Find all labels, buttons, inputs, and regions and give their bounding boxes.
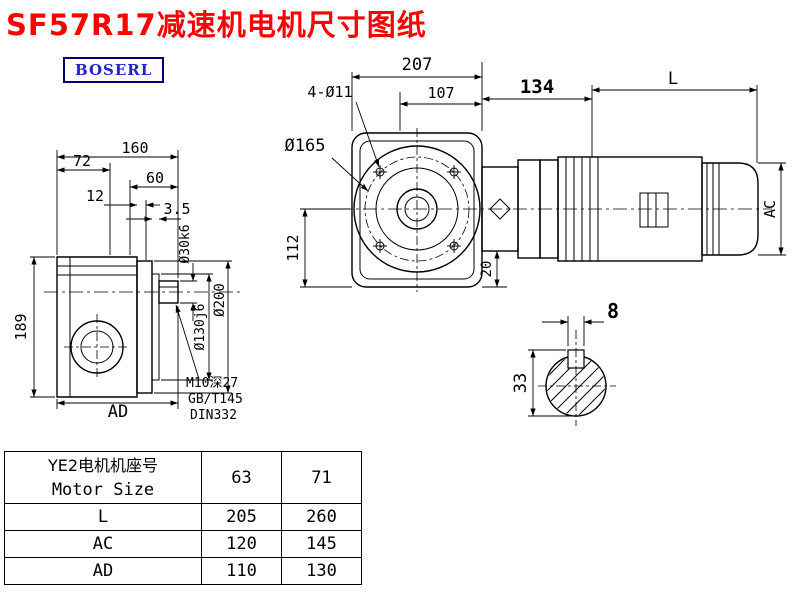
motor-size-label-en: Motor Size (51, 479, 155, 500)
dim-112-label: 112 (284, 234, 302, 261)
table-cell-ad-71: 130 (281, 557, 362, 585)
motor-size-label-cn: YE2电机机座号 (47, 455, 159, 475)
table-row-ac: AC 120 145 (4, 530, 362, 558)
table-cell-size-63: 63 (201, 451, 282, 504)
dim-160-label: 160 (121, 139, 148, 157)
table-cell-size-71: 71 (281, 451, 362, 504)
table-header-l: L (4, 503, 202, 531)
dim-key-width-label: 8 (607, 299, 619, 323)
dim-ad-label: AD (108, 402, 128, 422)
table-cell-l-63: 205 (201, 503, 282, 531)
dim-20-label: 20 (479, 261, 495, 278)
dim-bolt-circle-label: Ø165 (285, 136, 326, 156)
table-row-motor-size: YE2电机机座号 Motor Size 63 71 (4, 451, 362, 504)
note-tapped-hole: M10深27 (186, 376, 238, 391)
dimension-table: YE2电机机座号 Motor Size 63 71 L 205 260 AC 1… (4, 451, 362, 585)
dim-12-label: 12 (86, 187, 104, 205)
front-view: 207 107 4-Ø11 Ø165 134 L 112 20 AC (284, 55, 786, 292)
table-cell-ad-63: 110 (201, 557, 282, 585)
table-header-ad: AD (4, 557, 202, 585)
table-row-ad: AD 110 130 (4, 557, 362, 585)
dim-107-label: 107 (427, 84, 454, 102)
dim-bolt-holes-label: 4-Ø11 (307, 83, 352, 101)
table-header-motor-size: YE2电机机座号 Motor Size (4, 451, 202, 504)
dim-shaft-dia-label: Ø30k6 (178, 224, 193, 263)
dim-72-label: 72 (73, 152, 91, 170)
dim-l-label: L (668, 69, 678, 89)
table-header-ac: AC (4, 530, 202, 558)
dim-134-label: 134 (520, 76, 554, 98)
dim-spigot-dia-label: Ø130j6 (193, 304, 208, 351)
table-cell-l-71: 260 (281, 503, 362, 531)
dim-flange-dia-label: Ø200 (212, 283, 228, 317)
table-cell-ac-63: 120 (201, 530, 282, 558)
dim-ac-label: AC (761, 200, 779, 218)
dim-189-label: 189 (12, 313, 30, 340)
table-cell-ac-71: 145 (281, 530, 362, 558)
side-view: 160 72 60 12 3.5 189 AD Ø30k6 Ø130j6 Ø20… (12, 139, 243, 423)
dim-key-height-label: 33 (511, 373, 531, 393)
brand-logo: BOSERL (63, 57, 165, 83)
page-title: SF57R17减速机电机尺寸图纸 (6, 8, 427, 42)
table-row-l: L 205 260 (4, 503, 362, 531)
dim-207-label: 207 (402, 55, 433, 75)
note-din-standard: DIN332 (190, 408, 237, 423)
dim-60-label: 60 (146, 169, 164, 187)
note-gb-standard: GB/T145 (188, 392, 243, 407)
dim-3-5-label: 3.5 (163, 200, 190, 218)
shaft-section-view: 8 33 (511, 299, 619, 426)
